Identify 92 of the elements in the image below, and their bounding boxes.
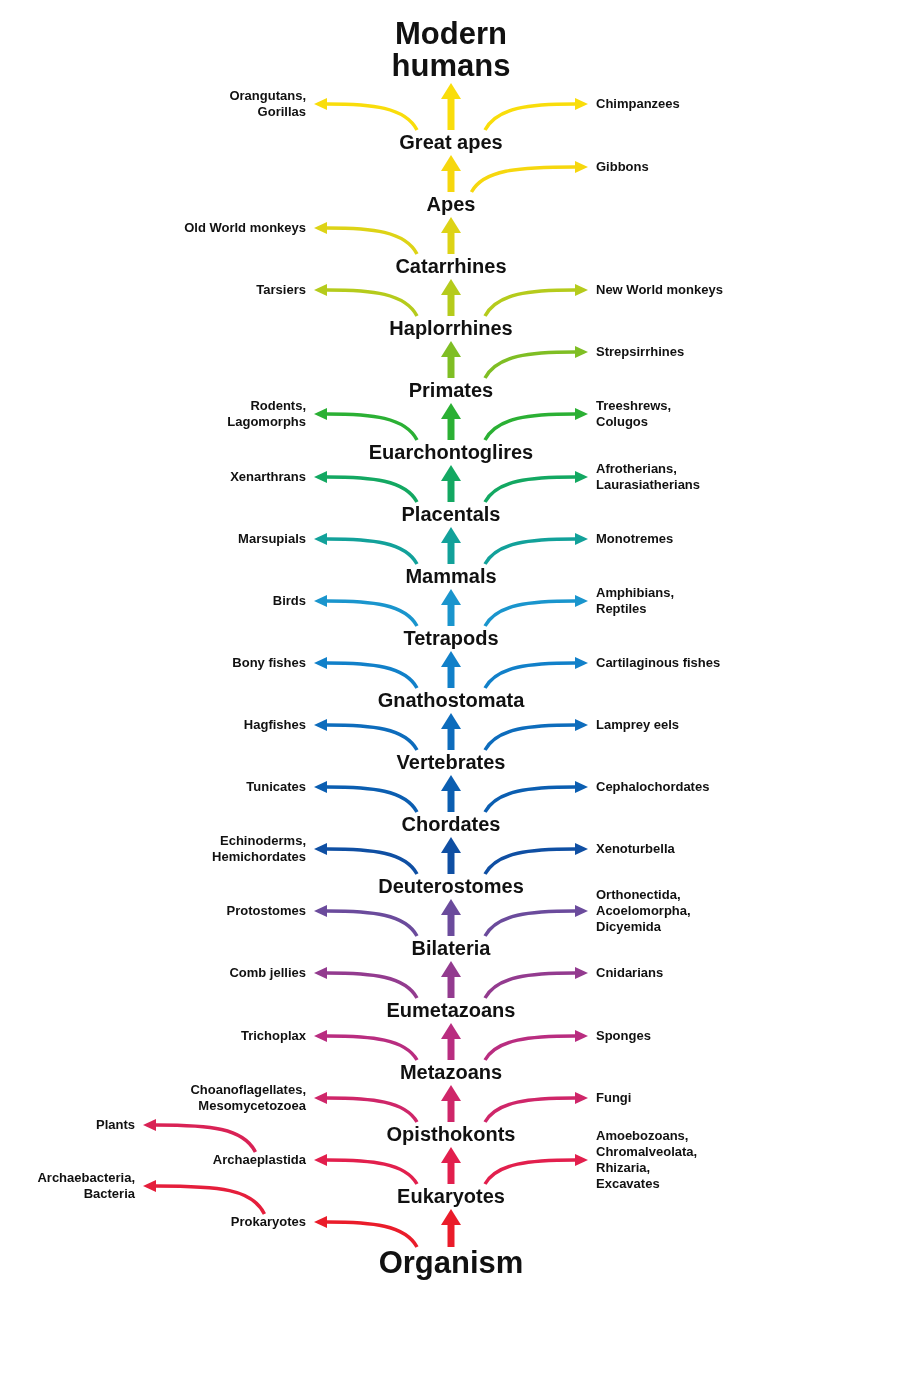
taxon-label: Afrotherians, Laurasiatherians (596, 461, 701, 493)
clade-label: Opisthokonts (386, 1122, 516, 1146)
curved-arrow (483, 533, 588, 565)
clade-label: Catarrhines (395, 254, 507, 278)
taxon-label: Gibbons (596, 159, 649, 175)
taxon-label: Choanoflagellates, Mesomycetozoea (190, 1082, 306, 1114)
curved-arrow (314, 1092, 419, 1123)
curved-arrow (314, 595, 419, 627)
curved-arrow (314, 533, 419, 565)
taxon-label: Cartilaginous fishes (596, 655, 721, 671)
taxon-label: Protostomes (226, 903, 306, 919)
taxon-label: Xenarthrans (230, 469, 306, 485)
taxon-label: Orthonectida, Acoelomorpha, Dicyemida (596, 887, 691, 935)
taxon-label: Chimpanzees (596, 96, 680, 112)
curved-arrow (483, 408, 588, 441)
taxon-label: Old World monkeys (184, 220, 306, 236)
curved-arrow (314, 781, 419, 813)
taxon-label: Prokaryotes (230, 1214, 306, 1230)
clade-label: Modern humans (391, 18, 511, 82)
taxon-label: Amoebozoans, Chromalveolata, Rhizaria, Excavates (596, 1128, 698, 1192)
curved-arrow (483, 781, 588, 813)
taxon-label: Lamprey eels (596, 717, 680, 733)
curved-arrow (314, 98, 419, 131)
clade-label: Vertebrates (396, 750, 506, 774)
taxon-label: Strepsirrhines (596, 344, 685, 360)
curved-arrow (314, 222, 419, 255)
curved-arrow (314, 471, 419, 503)
clade-label: Deuterostomes (378, 874, 524, 898)
curved-arrow (314, 719, 419, 751)
taxon-label: Fungi (596, 1090, 632, 1106)
clade-label: Chordates (401, 812, 501, 836)
clade-label: Bilateria (411, 936, 491, 960)
curved-arrow (314, 905, 419, 937)
clade-label: Gnathostomata (377, 688, 525, 712)
curved-arrow (483, 1154, 588, 1185)
taxon-label: Xenoturbella (596, 841, 675, 857)
taxon-label: Sponges (596, 1028, 651, 1044)
curved-arrow (314, 1030, 419, 1061)
taxon-label: Birds (272, 593, 306, 609)
clade-label: Euarchontoglires (368, 440, 534, 464)
curved-arrow (314, 1154, 419, 1185)
curved-arrow (143, 1180, 266, 1215)
clade-label: Haplorrhines (389, 316, 513, 340)
taxon-label: Hagfishes (243, 717, 306, 733)
curved-arrow (314, 967, 419, 999)
curved-arrow (483, 98, 588, 131)
taxon-label: Echinoderms, Hemichordates (212, 833, 306, 865)
curved-arrow (483, 719, 588, 751)
curved-arrow (314, 657, 419, 689)
clade-label: Organism (378, 1247, 524, 1279)
curved-arrow (483, 843, 588, 875)
curved-arrow (483, 905, 588, 937)
curved-arrow (483, 657, 588, 689)
clade-label: Eumetazoans (386, 998, 516, 1022)
taxon-label: Amphibians, Reptiles (596, 585, 674, 617)
clade-label: Tetrapods (403, 626, 499, 650)
taxon-label: Trichoplax (240, 1028, 306, 1044)
curved-arrow (314, 408, 419, 441)
taxon-label: Treeshrews, Colugos (596, 398, 672, 430)
taxon-label: Comb jellies (229, 965, 306, 981)
curved-arrow (483, 1030, 588, 1061)
clade-label: Metazoans (399, 1060, 503, 1084)
taxon-label: Bony fishes (232, 655, 306, 671)
clade-label: Mammals (405, 564, 497, 588)
taxon-label: Orangutans, Gorillas (229, 88, 306, 120)
curved-arrow (314, 843, 419, 875)
taxon-label: Monotremes (596, 531, 674, 547)
taxon-label: Rodents, Lagomorphs (227, 398, 306, 430)
taxon-label: Plants (96, 1117, 135, 1133)
taxon-label: Cephalochordates (596, 779, 710, 795)
taxon-label: Tarsiers (256, 282, 306, 298)
clade-label: Primates (408, 378, 494, 402)
taxon-label: Cnidarians (596, 965, 664, 981)
taxon-label: New World monkeys (596, 282, 723, 298)
taxon-label: Archaebacteria, Bacteria (37, 1170, 135, 1202)
clade-label: Eukaryotes (397, 1184, 505, 1208)
curved-arrow (483, 471, 588, 503)
curved-arrow (483, 1092, 588, 1123)
curved-arrow (143, 1119, 257, 1153)
curved-arrow (483, 595, 588, 627)
curved-arrow (483, 346, 588, 379)
taxon-label: Tunicates (246, 779, 306, 795)
clade-label: Great apes (399, 130, 503, 154)
clade-label: Apes (426, 192, 476, 216)
curved-arrow (483, 967, 588, 999)
curved-arrow (483, 284, 588, 317)
taxon-label: Archaeplastida (212, 1152, 306, 1168)
curved-arrow (314, 284, 419, 317)
clade-label: Placentals (401, 502, 501, 526)
curved-arrow (470, 161, 588, 193)
taxon-label: Marsupials (238, 531, 306, 547)
curved-arrow (314, 1216, 419, 1248)
